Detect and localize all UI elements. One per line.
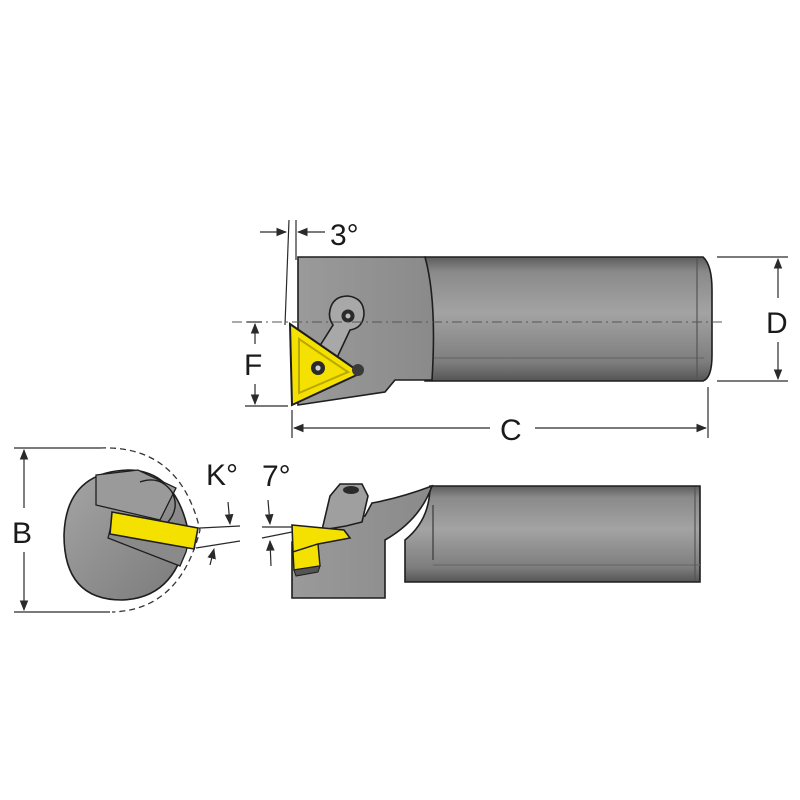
side-shank <box>404 485 701 583</box>
locator-pin-icon <box>352 364 364 376</box>
end-view-clamp-arc <box>139 479 176 523</box>
k-angle-arrow-top <box>224 501 234 526</box>
dim-d-label: D <box>766 307 788 340</box>
dim-f-label: F <box>244 349 262 382</box>
angle-side-label: 7° <box>262 460 291 493</box>
side-insert <box>291 524 352 554</box>
side-seat <box>293 565 321 577</box>
side-angle-ref-2 <box>261 531 293 539</box>
top-insert-chipbreaker <box>298 337 351 395</box>
top-view: 3° F D C <box>232 219 788 447</box>
end-view-insert <box>109 511 199 550</box>
angle-clearance-label: 3° <box>330 219 359 252</box>
side-clamp-screw-icon <box>343 486 359 494</box>
dim-c-label: C <box>500 414 522 447</box>
angle-k-label: K° <box>206 459 238 492</box>
side-angle-arrow-top <box>264 499 274 526</box>
top-shank <box>424 256 713 382</box>
dim-b-label: B <box>12 517 32 550</box>
insert-screw-center <box>315 365 321 371</box>
side-view: 7° <box>261 460 701 599</box>
end-view: B K° <box>12 447 241 613</box>
clamp-screw-center <box>345 313 351 319</box>
k-angle-ref-2 <box>195 540 241 549</box>
clearance-ref-line-1 <box>284 219 290 326</box>
k-angle-arrow-bottom <box>207 547 216 566</box>
side-head <box>291 484 434 599</box>
end-view-bore-circle <box>99 447 201 613</box>
end-view-clamp <box>95 469 177 521</box>
k-angle-ref-1 <box>199 525 241 529</box>
side-angle-arrow-bottom <box>266 539 275 567</box>
